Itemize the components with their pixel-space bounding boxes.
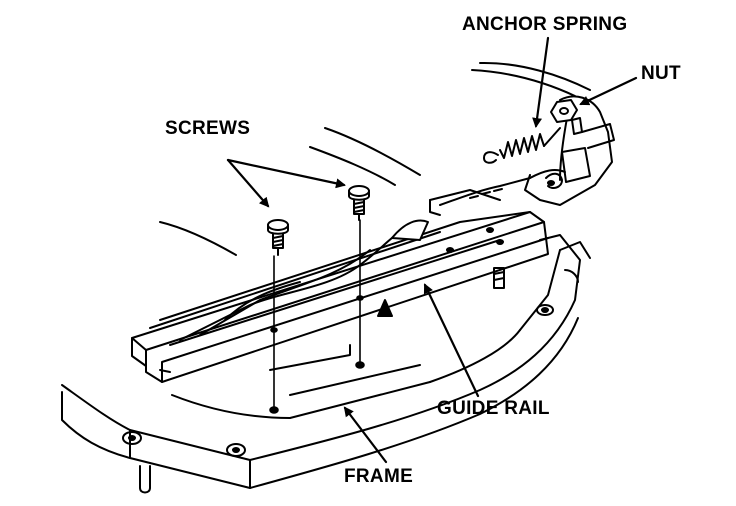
rear-bolt: [493, 267, 505, 289]
release-cable: [439, 151, 566, 206]
anchor-spring: [499, 127, 561, 159]
label-screws: SCREWS: [165, 118, 251, 139]
guide-rail: [131, 189, 549, 383]
frame: [61, 234, 591, 494]
seat-cushion-outline: [159, 61, 591, 256]
label-anchor-spring: ANCHOR SPRING: [462, 14, 628, 35]
screw-right: [348, 185, 370, 221]
label-frame: FRAME: [344, 466, 414, 487]
screw-alignment-lines: [269, 219, 365, 414]
label-nut: NUT: [641, 63, 681, 84]
latch-bracket: [524, 95, 615, 206]
callout-arrows: [226, 36, 638, 464]
nut: [550, 99, 578, 123]
label-guide-rail: GUIDE RAIL: [437, 398, 550, 419]
screw-left: [267, 219, 289, 256]
